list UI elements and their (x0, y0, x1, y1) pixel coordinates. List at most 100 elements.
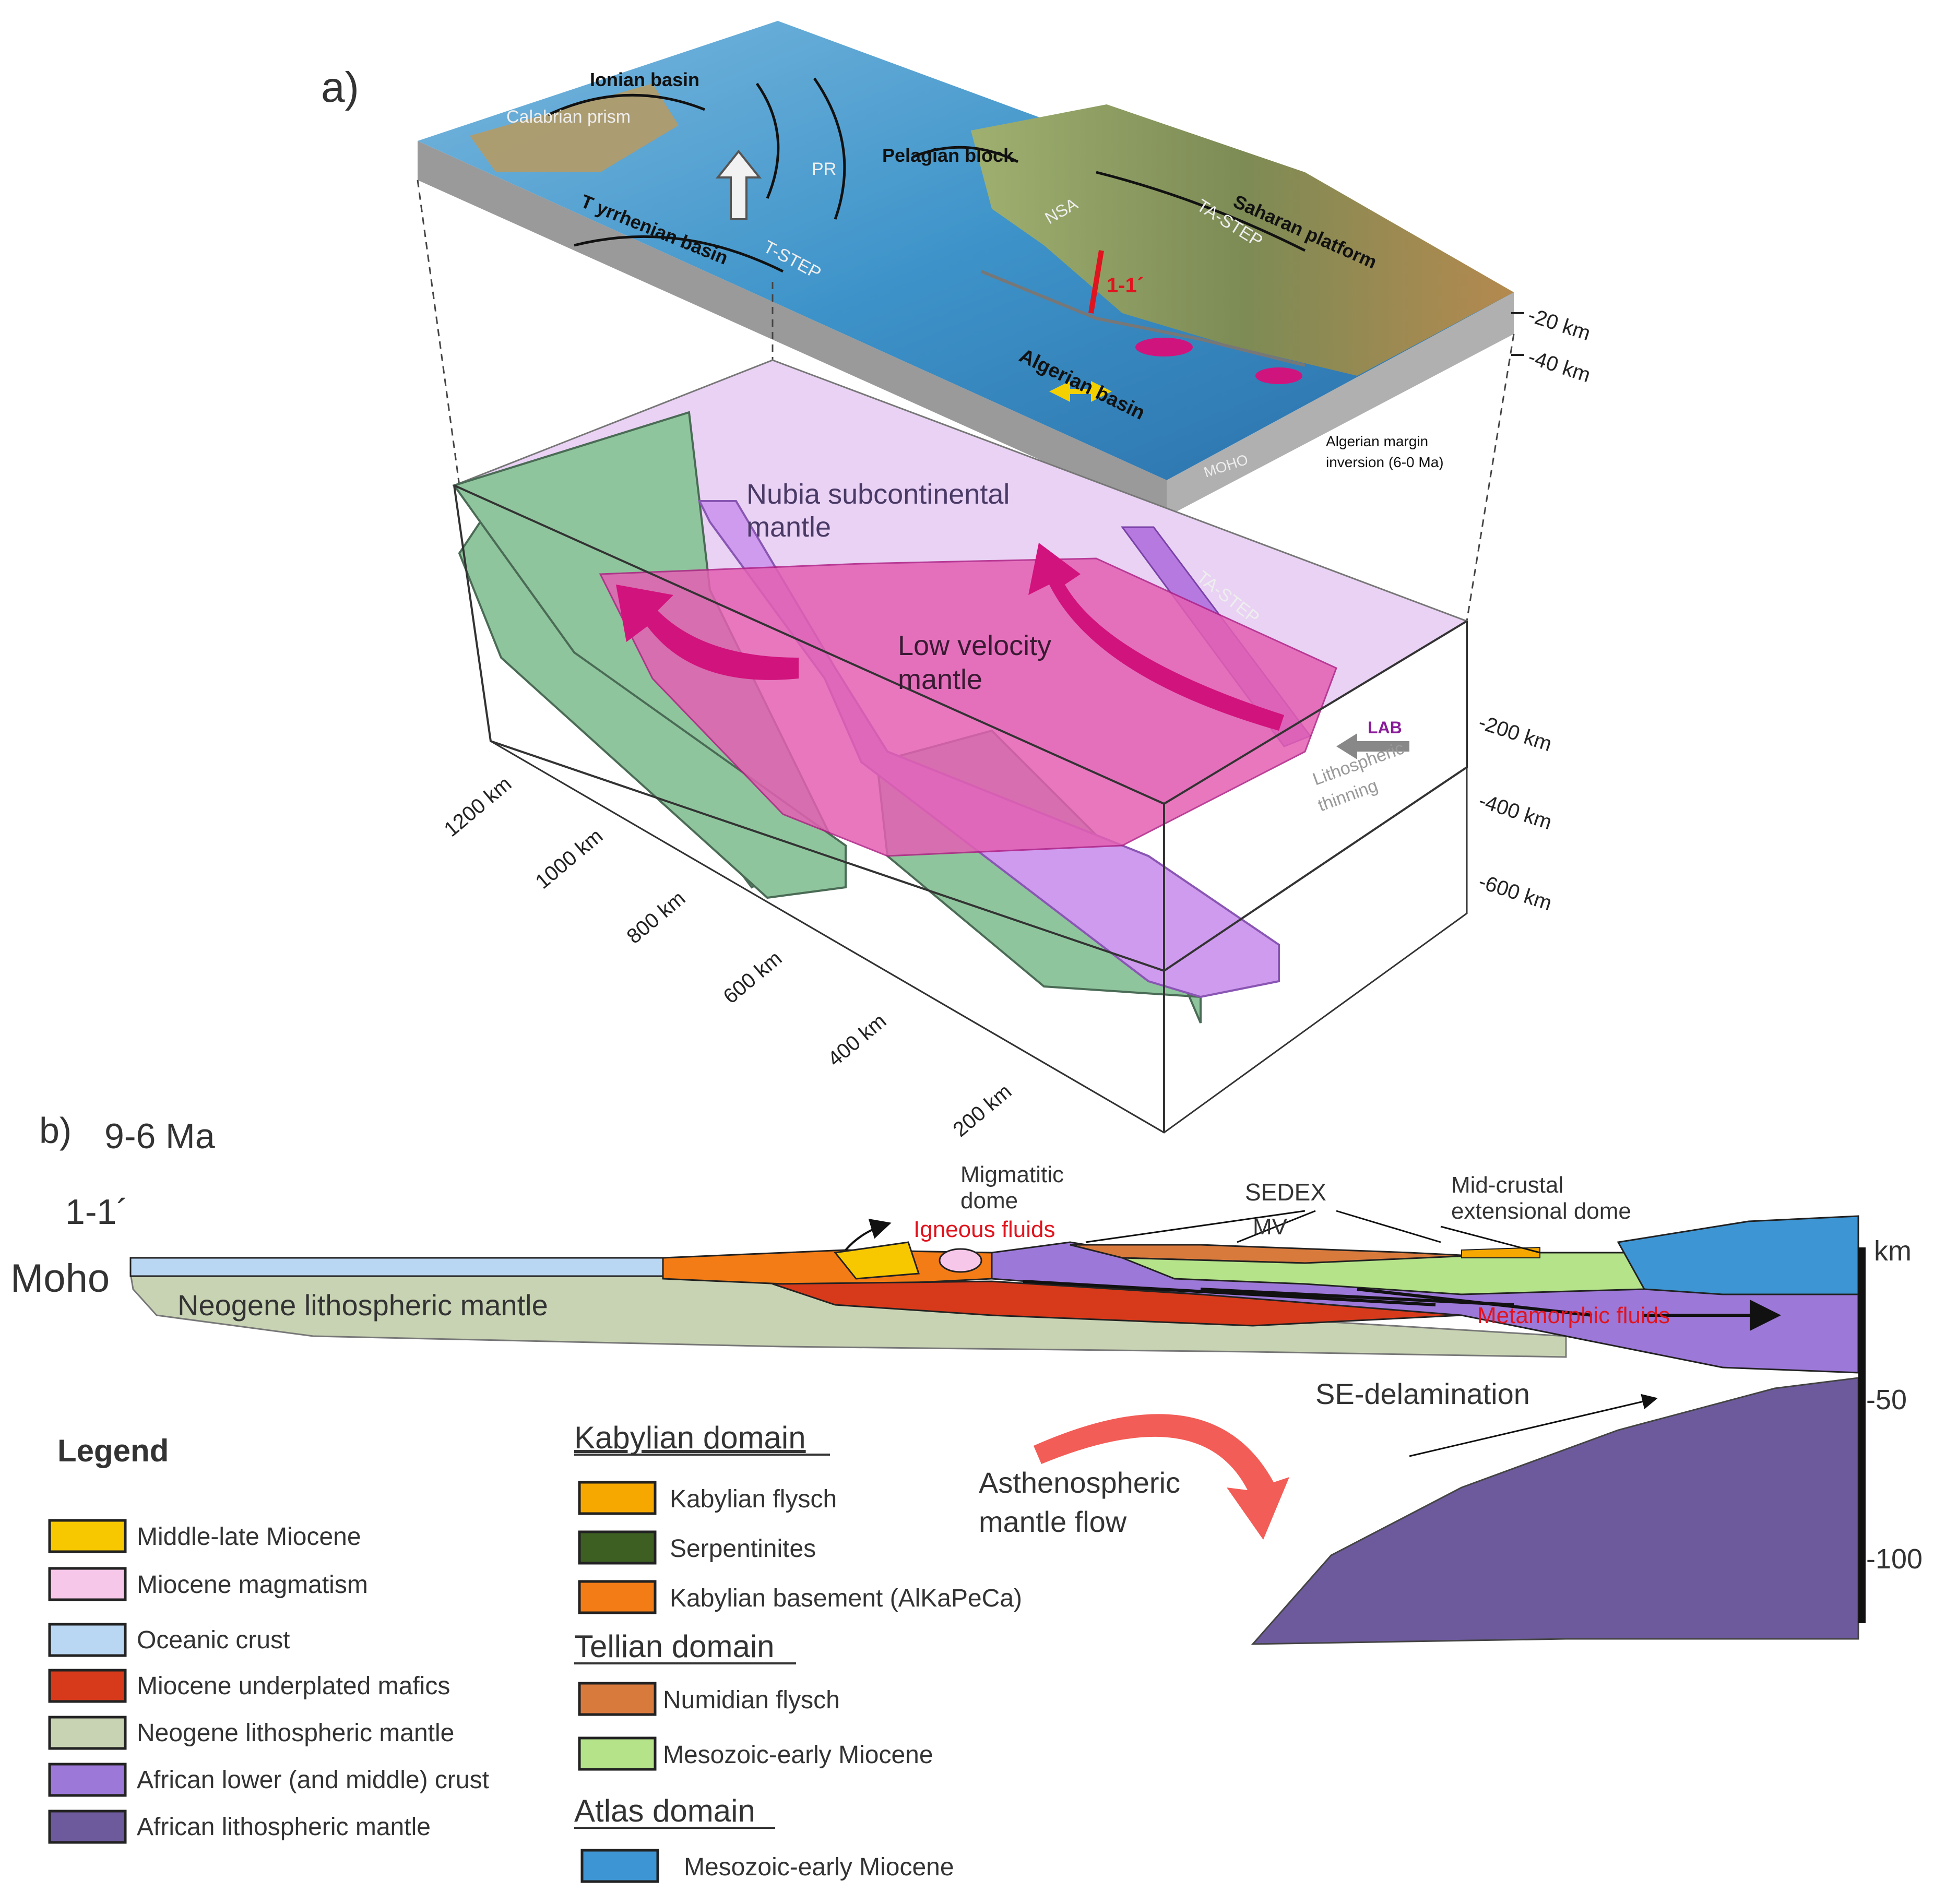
distance-label-600: 600 km (719, 947, 787, 1008)
legend-right-column: Kabylian domain Kabylian flysch Serpenti… (574, 1420, 1022, 1883)
distance-label-1000: 1000 km (531, 825, 608, 894)
legend-swatch (580, 1849, 659, 1883)
xsec-middle-late-miocene (834, 1241, 920, 1280)
map-label-calabrian: Calabrian prism (506, 107, 631, 127)
moho-label: Moho (10, 1256, 110, 1301)
legend-item-label: Mesozoic-early Miocene (663, 1741, 933, 1769)
map-right-face (1167, 292, 1514, 517)
legend-item: Miocene underplated mafics (48, 1669, 450, 1703)
legend-swatch (48, 1567, 127, 1601)
legend-item-label: African lithospheric mantle (137, 1813, 431, 1841)
scale-km-label: km (1874, 1235, 1912, 1267)
legend-item: African lower (and middle) crust (48, 1763, 489, 1797)
label-migmatitic-1: Migmatitic (960, 1162, 1064, 1187)
legend-item-label: Mesozoic-early Miocene (684, 1853, 954, 1881)
map-front-face (418, 141, 1167, 517)
map-label-pelagian: Pelagian block (882, 145, 1014, 166)
legend-swatch (48, 1519, 127, 1553)
map-label-pr: PR (812, 159, 836, 179)
legend-swatch (578, 1580, 657, 1614)
xsec-miocene-magmatism (939, 1248, 982, 1273)
section-line-1-1 (1088, 250, 1104, 314)
legend-item: African lithospheric mantle (48, 1810, 431, 1844)
xsec-atlas-mesozoic (1617, 1215, 1859, 1295)
label-asth-1: Asthenospheric (979, 1466, 1180, 1499)
algerian-basin-extension-arrow (1049, 381, 1112, 402)
domain-title-atlas: Atlas domain (574, 1793, 755, 1828)
thrust-lines (1023, 1280, 1775, 1315)
legend-item: Neogene lithospheric mantle (48, 1716, 454, 1750)
asthenospheric-flow-arrow (1034, 1414, 1289, 1540)
label-asth-2: mantle flow (979, 1505, 1127, 1538)
legend-swatch (578, 1736, 657, 1771)
legend-item-label: Kabylian flysch (670, 1485, 837, 1513)
connector-dashed-left (417, 180, 460, 486)
map-land-north-africa (971, 104, 1514, 376)
mantle-flow-arrow-west (616, 585, 799, 680)
label-midcrustal-2: extensional dome (1451, 1198, 1631, 1224)
legend-swatch (48, 1763, 127, 1797)
label-migmatitic-2: dome (960, 1188, 1018, 1213)
depth-label-40: -40 km (1525, 346, 1593, 387)
scale-50-label: -50 (1866, 1384, 1907, 1415)
delamination-arrow (1409, 1394, 1658, 1457)
depth-scale-bar (1858, 1247, 1866, 1623)
map-label-margin-1: Algerian margin (1326, 433, 1428, 449)
depth-label-600: -600 km (1476, 870, 1555, 915)
mantle-top-edge-right (1163, 620, 1468, 805)
legend-item: Miocene magmatism (48, 1567, 368, 1601)
legend-swatch (48, 1669, 127, 1703)
legend-item-label: Miocene magmatism (137, 1571, 368, 1599)
scale-100-label: -100 (1866, 1543, 1923, 1575)
map-magenta-patch-1 (1135, 338, 1193, 356)
label-nubia-1: Nubia subcontinental (746, 479, 1010, 510)
label-delamination: SE-delamination (1315, 1377, 1530, 1410)
map-fault-lines (547, 77, 1306, 273)
distance-label-200: 200 km (949, 1080, 1016, 1141)
legend-left-column: Middle-late Miocene Miocene magmatism Oc… (48, 1519, 489, 1844)
legend-item-label: Neogene lithospheric mantle (137, 1719, 454, 1747)
label-lowvel-1: Low velocity (898, 630, 1051, 661)
mantle-top-edge (454, 484, 1165, 805)
label-nubia-2: mantle (746, 511, 831, 543)
xsec-african-lith-mantle (1251, 1377, 1859, 1645)
legend-swatch (48, 1623, 127, 1657)
map-label-margin-2: inversion (6-0 Ma) (1326, 454, 1444, 470)
legend-title: Legend (57, 1433, 169, 1468)
distance-label-1200: 1200 km (440, 772, 516, 841)
midcrustal-line (1440, 1225, 1540, 1254)
map-label-section: 1-1´ (1107, 274, 1144, 297)
label-mv: MV (1253, 1214, 1288, 1240)
legend-item-label: Middle-late Miocene (137, 1523, 361, 1551)
map-algerian-coast-line (980, 270, 1306, 367)
map-surface (418, 21, 1514, 480)
legend-swatch (48, 1810, 127, 1844)
section-label-b: 1-1´ (65, 1192, 128, 1232)
legend-swatch (48, 1716, 127, 1750)
legend-item-label: Miocene underplated mafics (137, 1672, 450, 1700)
legend-swatch (578, 1682, 657, 1716)
legend-item-label: African lower (and middle) crust (137, 1766, 489, 1794)
legend-item-label: Serpentinites (670, 1535, 816, 1563)
xsec-kabylian-flysch (1461, 1246, 1540, 1258)
sedex-lines (1085, 1210, 1441, 1243)
label-lowvel-2: mantle (898, 664, 982, 695)
legend-swatch (578, 1481, 657, 1515)
domain-title-tellian: Tellian domain (574, 1629, 775, 1664)
map-land-calabria (470, 84, 679, 172)
distance-axis-line (490, 740, 1165, 1134)
map-label-ionian: Ionian basin (590, 69, 699, 90)
distance-label-400: 400 km (824, 1009, 891, 1071)
xsec-oceanic-crust (129, 1257, 664, 1277)
panel-b-age: 9-6 Ma (104, 1116, 215, 1156)
label-sedex: SEDEX (1245, 1179, 1326, 1206)
label-midcrustal-1: Mid-crustal (1451, 1172, 1563, 1198)
depth-label-400: -400 km (1476, 789, 1555, 834)
legend-swatch (578, 1530, 657, 1565)
label-igneous: Igneous fluids (913, 1217, 1055, 1242)
panel-b-label: b) (39, 1110, 72, 1151)
label-neogene-mantle: Neogene lithospheric mantle (177, 1289, 548, 1322)
legend-item-label: Kabylian basement (AlKaPeCa) (670, 1585, 1022, 1612)
label-lab: LAB (1368, 718, 1402, 737)
